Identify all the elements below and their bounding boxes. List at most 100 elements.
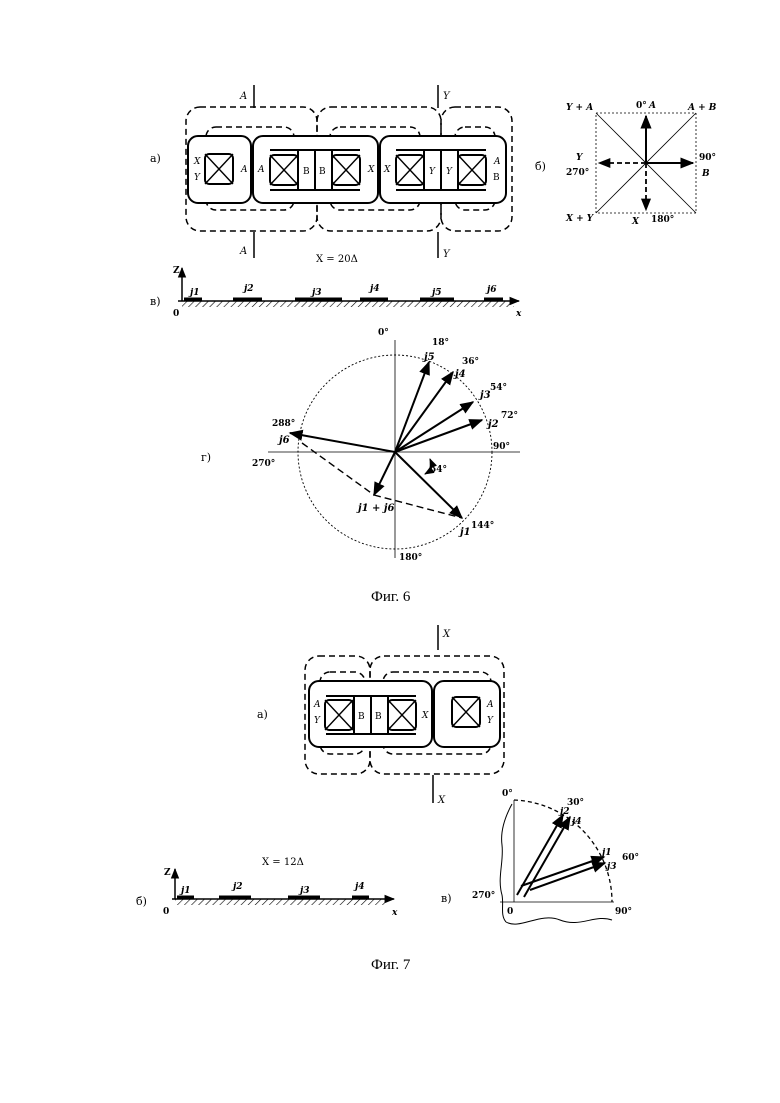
fig7-panel-v: в) 0° 30° 60° 90° 270° 0 j2 j4 j1 j3	[441, 789, 639, 924]
fig6-a-core2-b2: B	[319, 167, 326, 177]
fig6-v-j5: j5	[430, 288, 442, 298]
fig6-g-j5-label: j5	[422, 352, 435, 363]
fig7-b-j3: j3	[298, 886, 310, 896]
fig6-g-vector-j4	[395, 372, 453, 452]
fig6-v-j2: j2	[242, 284, 254, 294]
fig7-b-x-label: x	[391, 908, 398, 918]
fig6-panel-v: в) Z x 0 j1 j2 j3 j4 j5 j6	[150, 266, 522, 319]
fig7-v-j3-label: j3	[605, 862, 617, 872]
fig7-v-270deg: 270°	[472, 891, 495, 901]
fig7-a-core2-y: Y	[487, 716, 494, 726]
fig7-b-origin: 0	[163, 907, 169, 917]
fig7-b-spacing: X = 12Δ	[262, 857, 304, 868]
fig6-b-a-plus-b: A + B	[687, 103, 717, 113]
fig7-b-z-label: Z	[164, 868, 171, 878]
fig6-a-bottom-label-a: A	[239, 246, 247, 257]
fig6-g-sum-label: j1 + j6	[356, 503, 395, 514]
fig6-g-270deg: 270°	[252, 459, 275, 469]
fig6-v-j4: j4	[368, 284, 380, 294]
fig6-v-label: в)	[150, 295, 160, 308]
fig6-v-z-label: Z	[173, 266, 180, 276]
fig7-b-j4: j4	[353, 882, 365, 892]
fig6-g-j3-label: j3	[478, 390, 491, 401]
fig7-a-label: а)	[257, 708, 268, 721]
fig6-g-180deg: 180°	[399, 553, 422, 563]
fig6-a-core1-x: X	[193, 157, 201, 167]
fig6-a-core3-y2: Y	[446, 167, 453, 177]
fig6-panel-b: б) Y + A 0° A A + B Y 270° 90° B X + Y X…	[535, 101, 717, 227]
fig7-b-ground	[175, 899, 385, 905]
fig7-b-j1: j1	[179, 886, 191, 896]
fig7-v-30deg: 30°	[567, 798, 584, 808]
fig7-a-bottom-label: X	[437, 795, 446, 806]
fig6-a-core1-y: Y	[194, 173, 201, 183]
fig7-v-break-bottom	[506, 918, 612, 924]
fig6-caption: Фиг. 6	[371, 589, 411, 605]
fig6-g-j2-label: j2	[486, 419, 499, 430]
fig6-a-core3-b: B	[493, 173, 500, 183]
fig6-v-j1: j1	[188, 288, 200, 298]
fig6-v-x-label: x	[515, 309, 522, 319]
fig6-b-270deg: 270°	[566, 168, 589, 178]
fig7-panel-a: а) X X A Y B B X A	[257, 625, 504, 806]
fig6-a-core2-a: A	[257, 165, 265, 175]
fig7-v-0deg: 0°	[502, 789, 513, 799]
fig6-b-y-plus-a: Y + A	[566, 103, 593, 113]
fig6-b-90deg: 90°	[699, 153, 716, 163]
fig6-a-core1-a: A	[240, 165, 248, 175]
fig6-g-36deg: 36°	[462, 357, 479, 367]
fig7-v-origin: 0	[507, 907, 513, 917]
fig6-a-core3-y1: Y	[429, 167, 436, 177]
fig6-a-label: а)	[150, 152, 161, 165]
fig6-b-label: б)	[535, 160, 546, 173]
fig6-g-vector-sum	[374, 452, 395, 495]
fig7-a-core1-a: A	[313, 700, 321, 710]
fig6-b-180deg: 180°	[651, 215, 674, 225]
fig7-caption: Фиг. 7	[371, 957, 411, 973]
fig6-b-b: B	[701, 169, 710, 179]
fig6-g-144deg: 144°	[471, 521, 494, 531]
fig7-v-vector-j2	[517, 815, 563, 895]
fig6-a-core2-b1: B	[303, 167, 310, 177]
fig7-v-j2-label: j2	[558, 807, 570, 817]
fig6-g-288deg: 288°	[272, 419, 295, 429]
fig7-a-top-label: X	[442, 629, 451, 640]
fig7-v-vector-j1	[521, 857, 604, 886]
fig7-b-j2: j2	[231, 882, 243, 892]
fig6-g-90deg: 90°	[493, 442, 510, 452]
fig6-g-54deg-arc: 54°	[430, 465, 447, 475]
fig6-b-y: Y	[576, 153, 584, 163]
fig7-a-core2-a: A	[486, 700, 494, 710]
fig6-b-0deg: 0°	[636, 101, 647, 111]
fig6-panel-a: а) A Y A Y	[150, 85, 512, 265]
fig6-g-j4-label: j4	[453, 369, 466, 380]
fig6-a-top-label-y: Y	[443, 91, 451, 102]
fig6-g-j1-label: j1	[458, 527, 471, 538]
fig6-g-label: г)	[201, 451, 211, 464]
fig7-v-j4-label: j4	[570, 817, 582, 827]
fig6-a-core3-x: X	[383, 165, 391, 175]
fig6-v-j6: j6	[485, 285, 497, 295]
fig6-g-j6-label: j6	[277, 435, 290, 446]
fig6-a-core2-x: X	[367, 165, 375, 175]
fig6-g-vector-j1	[395, 452, 462, 518]
fig7-a-core1-b2: B	[375, 712, 382, 722]
fig6-b-a: A	[648, 101, 656, 111]
fig7-v-90deg: 90°	[615, 907, 632, 917]
fig7-v-label: в)	[441, 892, 451, 905]
fig6-v-j3: j3	[310, 288, 322, 298]
fig6-b-x-plus-y: X + Y	[565, 214, 595, 224]
fig6-g-18deg: 18°	[432, 338, 449, 348]
fig7-a-core1-b1: B	[358, 712, 365, 722]
fig6-v-ground	[182, 301, 514, 307]
fig6-panel-g: г) 0° 18° 36° 54° 72° 90° 144° 180° 27	[201, 328, 520, 563]
fig6-g-72deg: 72°	[501, 411, 518, 421]
fig6-g-vector-j5	[395, 362, 429, 452]
fig6-a-top-label-a: A	[239, 91, 247, 102]
fig6-b-x: X	[631, 217, 640, 227]
fig6-g-0deg: 0°	[378, 328, 389, 338]
fig6-a-bottom-label-y: Y	[443, 249, 451, 260]
fig7-v-break-left	[500, 804, 512, 922]
fig7-v-j1-label: j1	[600, 848, 612, 858]
fig6-a-core3-a: A	[493, 157, 501, 167]
